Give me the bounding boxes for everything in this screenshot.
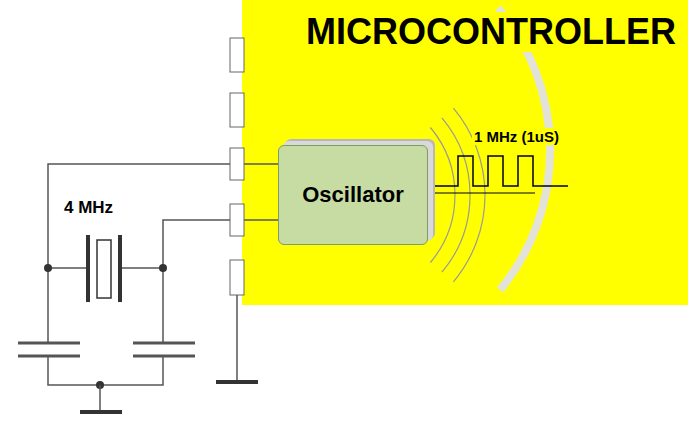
chip-title: MICROCONTROLLER [302, 12, 680, 52]
wire [48, 356, 163, 385]
pin [230, 93, 244, 127]
wave-arc [442, 118, 470, 272]
crystal-symbol [97, 240, 111, 298]
internal-wire [244, 219, 278, 221]
wire [236, 295, 238, 380]
pin [230, 148, 244, 180]
ground-symbol [216, 380, 258, 384]
wire [99, 385, 101, 412]
pin [230, 204, 244, 236]
crystal-plate [118, 235, 122, 302]
pin [230, 260, 244, 295]
chip-body [242, 0, 688, 305]
crystal-plate [86, 235, 90, 302]
ground-symbol [80, 410, 122, 414]
clock-waveform [430, 156, 568, 186]
frequency-label: 4 MHz [62, 198, 115, 218]
wave-arc [430, 128, 455, 263]
pin [230, 38, 244, 72]
signal-line [430, 192, 535, 193]
clock-label: 1 MHz (1uS) [472, 128, 561, 145]
oscillator-box: Oscillator [278, 145, 428, 245]
capacitor-symbol [133, 343, 195, 356]
junction-dot [159, 264, 167, 272]
internal-wire [244, 163, 278, 165]
wire [163, 220, 230, 343]
chip-box: MICROCONTROLLER Oscillator [242, 0, 688, 305]
capacitor-symbol [18, 343, 80, 356]
junction-dot [44, 264, 52, 272]
wire [48, 164, 230, 343]
block-label: Oscillator [302, 183, 403, 207]
